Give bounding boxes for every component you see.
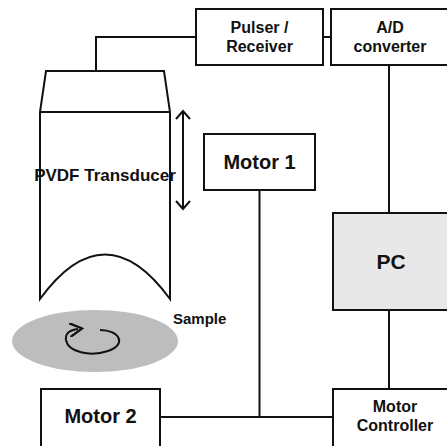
node-label: Motor 1	[223, 150, 295, 174]
signal-wire	[388, 311, 390, 388]
node-label: Motor 2	[64, 404, 136, 428]
node-label: Pulser / Receiver	[197, 18, 322, 56]
transducer-shape: PVDF Transducer	[33, 70, 177, 300]
signal-wire	[388, 66, 390, 212]
node-label: PVDF Transducer	[34, 166, 176, 186]
sample-label: Sample	[173, 310, 226, 327]
signal-wire	[96, 37, 195, 71]
motor-box: Motor 2	[40, 388, 161, 446]
motion-arrow	[176, 111, 190, 209]
adc-box: A/D converter	[330, 8, 447, 66]
signal-wire	[260, 191, 333, 417]
node-label: Motor Controller	[334, 397, 447, 435]
motor-box: Motor 1	[203, 133, 316, 191]
node-label: A/D converter	[342, 18, 438, 56]
sample-disk	[12, 310, 178, 372]
pulser-receiver-box: Pulser / Receiver	[195, 8, 324, 66]
signal-wire	[161, 416, 332, 418]
pc-box: PC	[332, 212, 447, 311]
controller-box: Motor Controller	[332, 388, 447, 446]
node-label: PC	[376, 249, 405, 274]
rotation-arrow	[66, 329, 119, 354]
